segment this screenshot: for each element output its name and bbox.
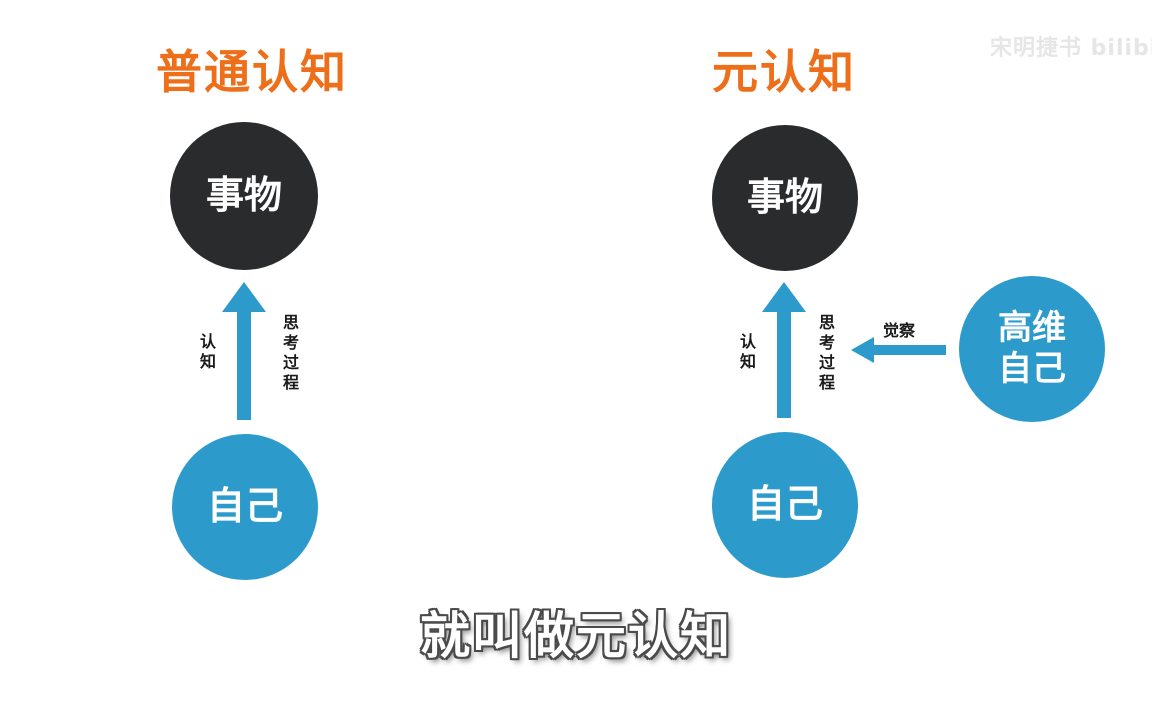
right-cognition-arrow [762,282,806,418]
left-thing-node: 事物 [170,122,318,270]
left-self-node: 自己 [172,434,318,580]
left-self-label: 自己 [206,484,283,529]
left-thinking-process-label: 思考过程 [282,313,299,392]
watermark: 宋明捷书 bilibili [990,36,1152,61]
higher-self-node: 高维自己 [959,276,1105,422]
video-subtitle: 就叫做元认知 [420,607,732,665]
right-thing-label: 事物 [746,175,823,220]
left-thing-label: 事物 [205,173,282,218]
left-cognition-label: 认知 [199,332,216,371]
left-cognition-arrow [222,282,266,420]
title-metacognition: 元认知 [712,45,856,99]
title-normal-cognition: 普通认知 [156,45,348,99]
right-cognition-label: 认知 [739,332,756,371]
awareness-label: 觉察 [883,321,916,340]
higher-self-label: 高维自己 [998,308,1066,389]
right-self-label: 自己 [746,482,823,527]
right-self-node: 自己 [712,432,858,578]
right-thing-node: 事物 [712,125,858,271]
right-thinking-process-label: 思考过程 [818,313,835,392]
